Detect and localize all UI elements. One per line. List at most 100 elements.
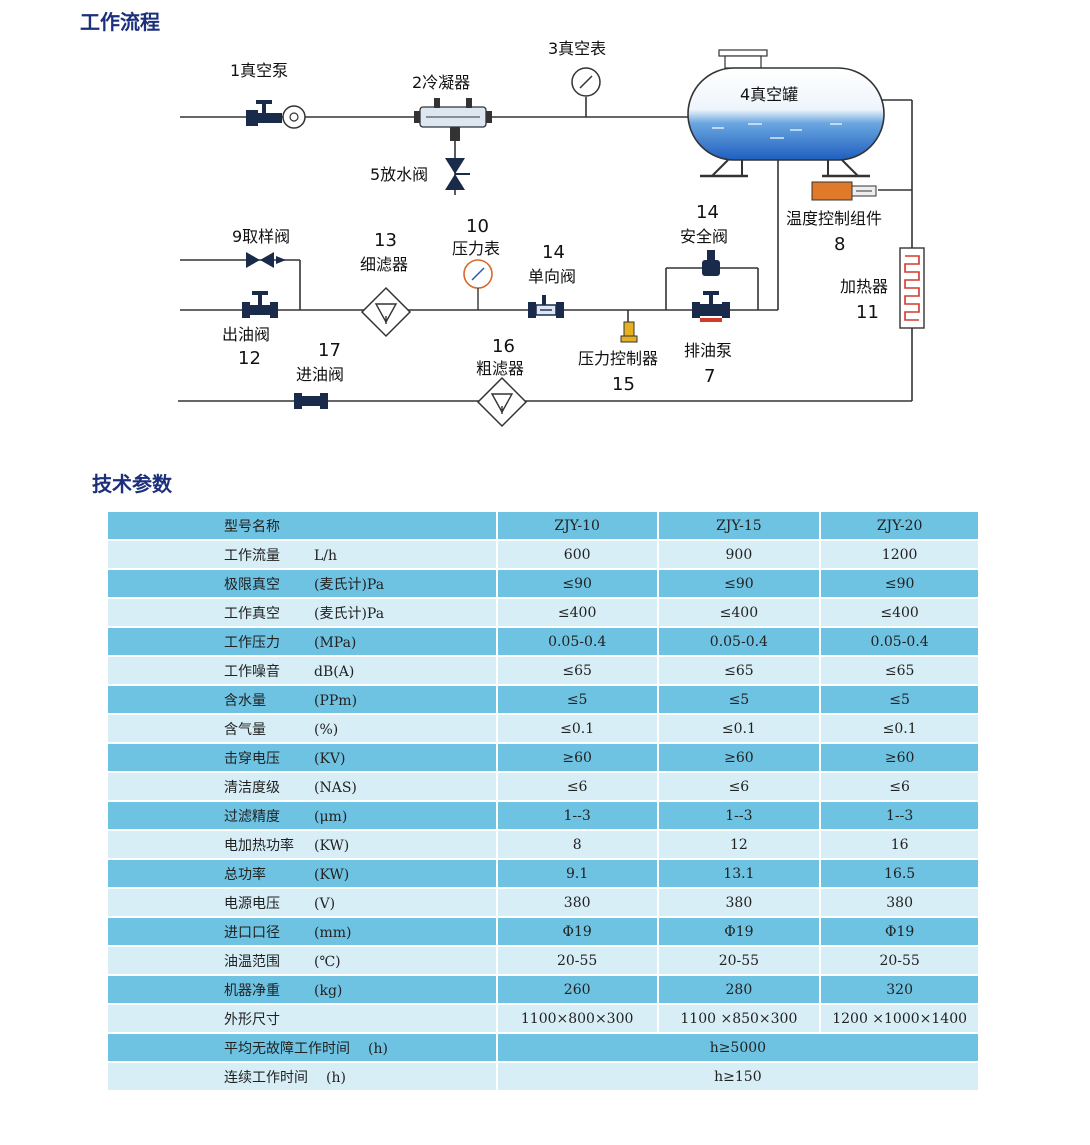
param-name: 工作真空 [224, 605, 280, 622]
param-unit: dB(A) [314, 663, 355, 680]
value-cell: ≥60 [658, 744, 820, 771]
label-fine-filter: 细滤器 [360, 255, 408, 274]
param-name: 外形尺寸 [224, 1011, 280, 1028]
label-condenser: 2冷凝器 [412, 73, 470, 92]
value-cell: ≥60 [497, 744, 657, 771]
param-name: 工作压力 [224, 634, 280, 651]
header-cell-model: ZJY-20 [821, 512, 978, 539]
table-row: 含水量(PPm)≤5≤5≤5 [108, 686, 978, 713]
value-cell: ≤5 [821, 686, 978, 713]
pressure-controller-icon [620, 321, 638, 343]
fine-filter-icon [360, 286, 412, 338]
label-discharge-pump-num: 7 [704, 366, 715, 387]
value-cell: 16.5 [821, 860, 978, 887]
process-flow-diagram: 1真空泵 2冷凝器 3真空表 4真空罐 5放水阀 温度控制组件 8 9取样阀 1… [178, 39, 925, 428]
param-name: 工作噪音 [224, 663, 280, 680]
value-cell: 1200 [821, 541, 978, 568]
label-drain-valve: 5放水阀 [370, 165, 428, 184]
label-coarse-filter: 粗滤器 [476, 359, 524, 378]
param-unit: (kg) [314, 982, 343, 999]
value-cell: ≤90 [821, 570, 978, 597]
table-row: 清洁度级(NAS)≤6≤6≤6 [108, 773, 978, 800]
value-cell: 8 [497, 831, 657, 858]
label-check-valve-num: 14 [542, 242, 565, 263]
value-cell: ≤6 [821, 773, 978, 800]
table-row: 含气量(%)≤0.1≤0.1≤0.1 [108, 715, 978, 742]
label-outlet-valve: 出油阀 [222, 325, 270, 344]
param-cell: 油温范围(℃) [108, 947, 496, 974]
param-unit: (KW) [314, 866, 350, 883]
coarse-filter-icon [476, 376, 528, 428]
safety-valve-icon [702, 250, 720, 276]
value-cell: ≤5 [497, 686, 657, 713]
param-name: 极限真空 [224, 576, 280, 593]
label-coarse-filter-num: 16 [492, 336, 515, 357]
label-temp-control-num: 8 [834, 234, 845, 255]
param-unit: (h) [368, 1040, 388, 1057]
param-name: 含水量 [224, 692, 266, 709]
value-cell: 1--3 [497, 802, 657, 829]
param-name: 进口口径 [224, 924, 280, 941]
value-cell: 380 [497, 889, 657, 916]
pressure-gauge-icon [463, 259, 493, 310]
spec-section-title: 技术参数 [92, 472, 172, 496]
value-cell: ≤400 [821, 599, 978, 626]
heater-icon [899, 247, 925, 329]
param-unit: (MPa) [314, 634, 357, 651]
discharge-pump-icon [692, 291, 730, 322]
label-safety-valve-num: 14 [696, 202, 719, 223]
label-pressure-controller-num: 15 [612, 374, 635, 395]
value-cell: 260 [497, 976, 657, 1003]
param-cell: 含气量(%) [108, 715, 496, 742]
value-cell: ≤0.1 [821, 715, 978, 742]
value-cell: 16 [821, 831, 978, 858]
param-cell: 极限真空 (麦氏计)Pa [108, 570, 496, 597]
inlet-valve-icon [294, 393, 328, 409]
label-safety-valve: 安全阀 [680, 227, 728, 246]
header-cell-model: ZJY-10 [497, 512, 657, 539]
value-cell: ≤6 [497, 773, 657, 800]
value-cell: ≤65 [658, 657, 820, 684]
flow-section-title: 工作流程 [80, 10, 160, 34]
label-fine-filter-num: 13 [374, 230, 397, 251]
label-pressure-gauge-num: 10 [466, 216, 489, 237]
value-cell: 380 [658, 889, 820, 916]
temperature-control-icon [811, 181, 877, 201]
value-cell: Φ19 [497, 918, 657, 945]
param-name: 含气量 [224, 721, 266, 738]
vacuum-gauge-icon [571, 67, 601, 97]
param-name: 击穿电压 [224, 750, 280, 767]
table-row-merged: 平均无故障工作时间(h)h≥5000 [108, 1034, 978, 1061]
value-cell: ≤6 [658, 773, 820, 800]
param-name: 总功率 [224, 866, 266, 883]
param-unit: (麦氏计)Pa [314, 605, 385, 622]
label-heater-num: 11 [856, 302, 879, 323]
value-cell: 13.1 [658, 860, 820, 887]
param-cell: 清洁度级(NAS) [108, 773, 496, 800]
param-cell: 电加热功率(KW) [108, 831, 496, 858]
drain-valve-icon [445, 158, 470, 190]
param-unit: (mm) [314, 924, 352, 941]
param-unit: (h) [326, 1069, 346, 1086]
param-name: 平均无故障工作时间 [224, 1040, 350, 1057]
param-cell: 含水量(PPm) [108, 686, 496, 713]
param-name: 电源电压 [224, 895, 280, 912]
value-cell: 320 [821, 976, 978, 1003]
param-cell: 平均无故障工作时间 (h) [108, 1034, 496, 1061]
label-inlet-valve: 进油阀 [296, 365, 344, 384]
label-pressure-controller: 压力控制器 [578, 349, 658, 368]
value-cell: ≥60 [821, 744, 978, 771]
param-unit: (麦氏计)Pa [314, 576, 385, 593]
value-cell: ≤400 [658, 599, 820, 626]
merged-value-cell: h≥150 [497, 1063, 978, 1090]
param-unit: (μm) [314, 808, 348, 825]
value-cell: ≤0.1 [658, 715, 820, 742]
vacuum-tank-icon [687, 49, 885, 178]
param-cell: 过滤精度(μm) [108, 802, 496, 829]
label-vacuum-pump: 1真空泵 [230, 61, 288, 80]
